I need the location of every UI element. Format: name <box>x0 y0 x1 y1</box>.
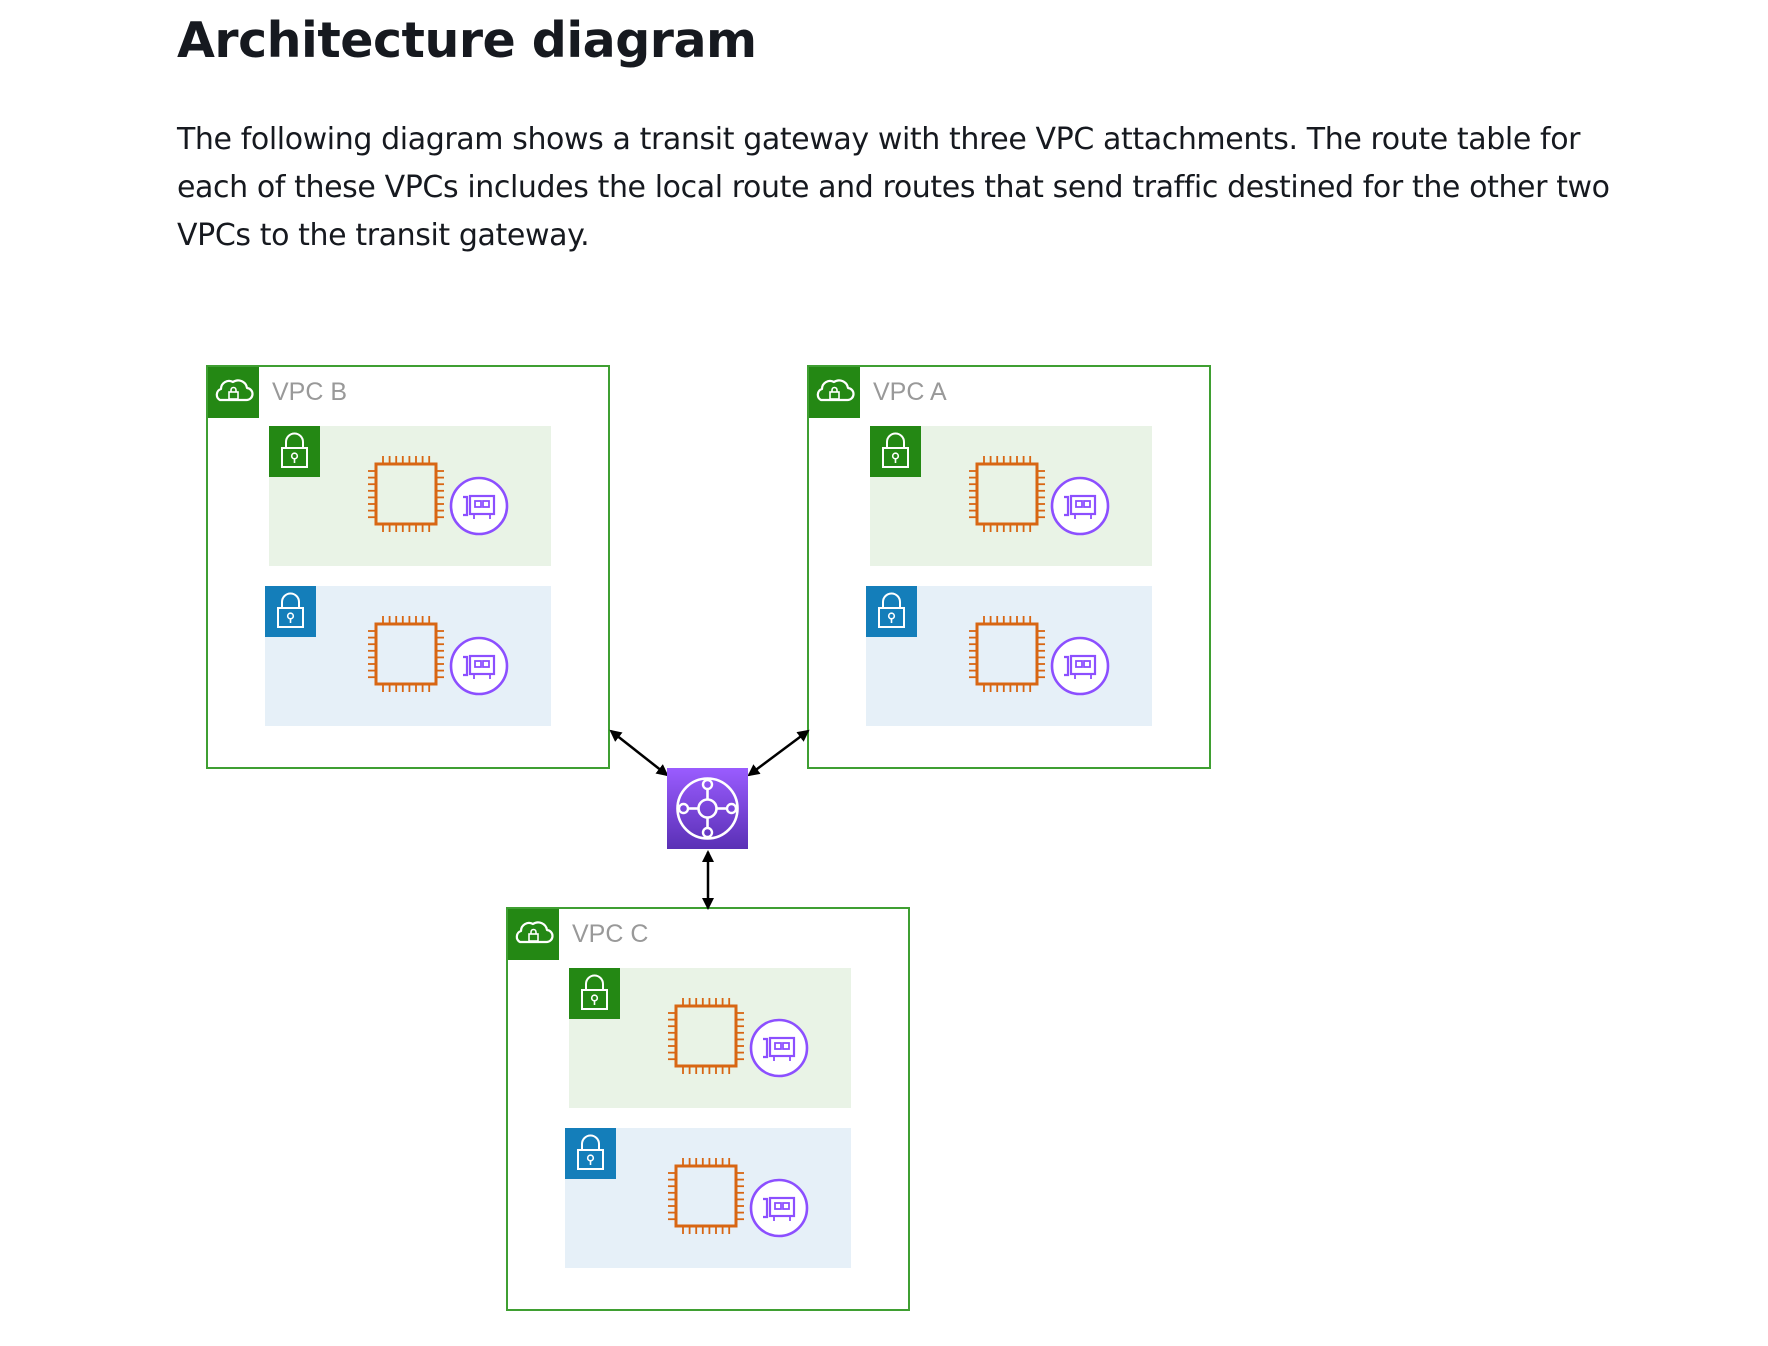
vpc-c-label: VPC C <box>572 920 648 948</box>
page-title: Architecture diagram <box>177 12 757 69</box>
vpc-cloud-icon <box>809 367 860 418</box>
network-interface-icon <box>1050 636 1110 696</box>
ec2-instance-icon <box>668 998 744 1074</box>
transit-gateway-icon <box>667 768 748 849</box>
vpc-cloud-icon <box>508 909 559 960</box>
ec2-instance-icon <box>368 616 444 692</box>
network-interface-icon <box>449 476 509 536</box>
public-subnet <box>569 968 851 1108</box>
private-subnet <box>866 586 1152 726</box>
vpc-cloud-icon <box>208 367 259 418</box>
network-interface-icon <box>1050 476 1110 536</box>
lock-icon <box>866 586 917 637</box>
lock-icon <box>269 426 320 477</box>
ec2-instance-icon <box>368 456 444 532</box>
vpc-a-container: VPC A <box>807 365 1211 769</box>
public-subnet <box>269 426 551 566</box>
lock-icon <box>569 968 620 1019</box>
connector-arrow <box>609 729 669 777</box>
ec2-instance-icon <box>969 616 1045 692</box>
vpc-a-label: VPC A <box>873 378 947 406</box>
private-subnet <box>565 1128 851 1268</box>
lock-icon <box>565 1128 616 1179</box>
intro-paragraph: The following diagram shows a transit ga… <box>177 122 1610 253</box>
network-interface-icon <box>749 1018 809 1078</box>
public-subnet <box>870 426 1152 566</box>
ec2-instance-icon <box>969 456 1045 532</box>
ec2-instance-icon <box>668 1158 744 1234</box>
network-interface-icon <box>449 636 509 696</box>
vpc-b-container: VPC B <box>206 365 610 769</box>
private-subnet <box>265 586 551 726</box>
lock-icon <box>870 426 921 477</box>
network-interface-icon <box>749 1178 809 1238</box>
vpc-c-container: VPC C <box>506 907 910 1311</box>
vpc-b-label: VPC B <box>272 378 347 406</box>
connector-arrow <box>747 729 810 777</box>
lock-icon <box>265 586 316 637</box>
